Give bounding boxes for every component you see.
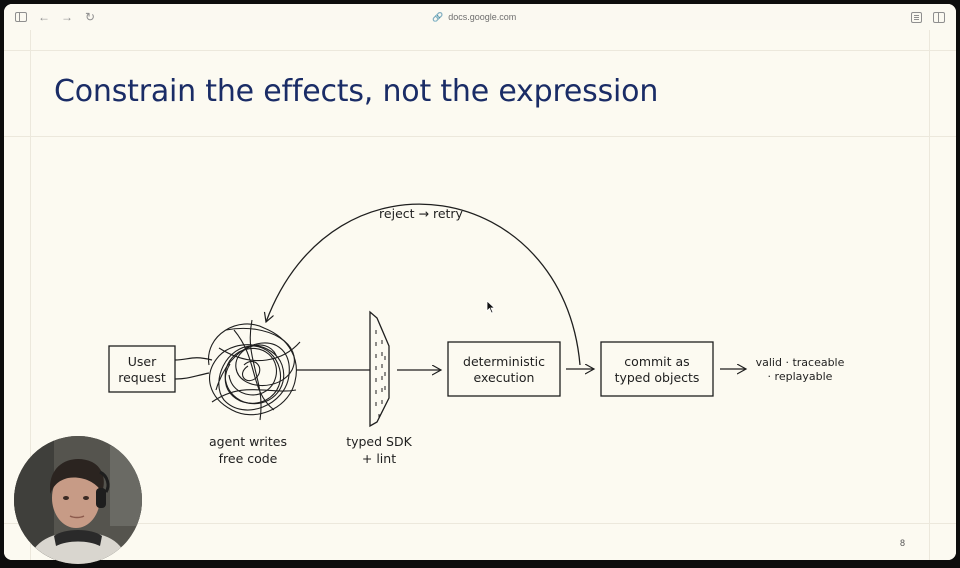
reload-icon: ↻	[84, 10, 96, 24]
forward-arrow-icon: →	[61, 10, 73, 24]
outcome-line1: valid · traceable	[756, 356, 845, 369]
browser-window: ← → ↻ 🔗 docs.google.com Constrain the ef…	[4, 4, 956, 560]
presentation-slide: Constrain the effects, not the expressio…	[4, 30, 956, 560]
slide-title: Constrain the effects, not the expressio…	[54, 74, 659, 109]
execution-label-line1: deterministic	[463, 354, 545, 369]
execution-label-line2: execution	[474, 370, 535, 385]
user-request-label-line1: User	[128, 354, 157, 369]
address-bar[interactable]: 🔗 docs.google.com	[432, 10, 516, 24]
browser-toolbar: ← → ↻ 🔗 docs.google.com	[4, 4, 956, 31]
split-view-icon	[933, 11, 945, 23]
agent-caption-line2: free code	[219, 451, 278, 466]
guide-line	[4, 50, 956, 51]
execution-box	[447, 341, 561, 397]
sdk-filter	[369, 310, 390, 428]
sdk-caption-line2: + lint	[362, 451, 396, 466]
loop-label: reject → retry	[379, 206, 464, 221]
link-icon: 🔗	[432, 11, 444, 22]
outcome-line2: · replayable	[768, 370, 833, 383]
request-connector	[174, 357, 213, 380]
pipeline-diagram: reject → retry User request agent writes…	[108, 203, 845, 466]
agent-caption-line1: agent writes	[209, 434, 287, 449]
guide-line	[4, 523, 956, 524]
back-button[interactable]: ←	[35, 8, 53, 26]
guide-line	[4, 136, 956, 137]
presenter-video-frame	[14, 436, 142, 564]
sdk-caption-line1: typed SDK	[346, 434, 412, 449]
retry-loop-arrow	[266, 203, 581, 366]
sidebar-toggle-button[interactable]	[12, 8, 30, 26]
presenter-webcam	[14, 436, 142, 564]
reader-icon	[910, 11, 922, 23]
reload-button[interactable]: ↻	[81, 8, 99, 26]
mouse-cursor-icon	[486, 300, 496, 314]
user-request-label-line2: request	[118, 370, 166, 385]
reader-button[interactable]	[907, 8, 925, 26]
guide-line	[929, 30, 930, 560]
page-number: 8	[900, 538, 906, 548]
user-request-box	[108, 345, 176, 393]
back-arrow-icon: ←	[38, 10, 50, 24]
commit-box	[600, 341, 714, 397]
sidebar-icon	[15, 12, 27, 22]
split-view-button[interactable]	[930, 8, 948, 26]
guide-line	[30, 30, 31, 560]
commit-label-line1: commit as	[624, 354, 689, 369]
agent-scribble	[208, 319, 301, 421]
commit-label-line2: typed objects	[615, 370, 700, 385]
filter-mesh	[375, 330, 386, 418]
url-text: docs.google.com	[448, 12, 517, 22]
forward-button[interactable]: →	[58, 8, 76, 26]
